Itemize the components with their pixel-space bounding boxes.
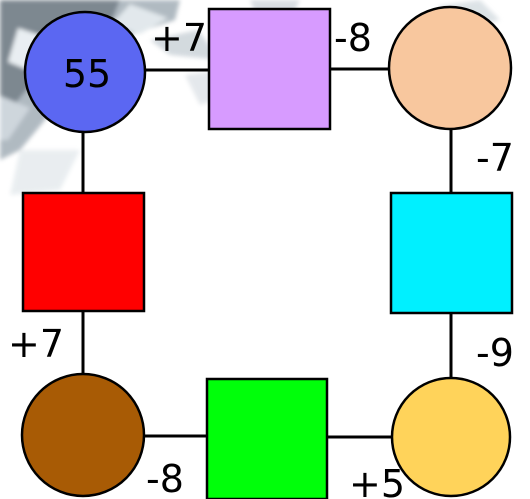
right-square[interactable] xyxy=(391,193,512,313)
op-left-lower: +7 xyxy=(8,322,64,366)
op-right-lower: -9 xyxy=(476,331,514,375)
op-bottom-left: -8 xyxy=(146,457,184,499)
bottom-right-circle[interactable] xyxy=(392,378,510,496)
op-bottom-right: +5 xyxy=(349,462,405,499)
op-right-upper: -7 xyxy=(476,136,514,180)
bottom-square[interactable] xyxy=(207,379,327,499)
top-right-circle[interactable] xyxy=(389,7,511,129)
left-square[interactable] xyxy=(23,193,144,311)
op-top-left: +7 xyxy=(151,16,207,60)
start-value: 55 xyxy=(63,52,111,96)
top-square[interactable] xyxy=(209,9,330,129)
op-top-right: -8 xyxy=(334,16,372,60)
bottom-left-circle[interactable] xyxy=(22,374,144,496)
